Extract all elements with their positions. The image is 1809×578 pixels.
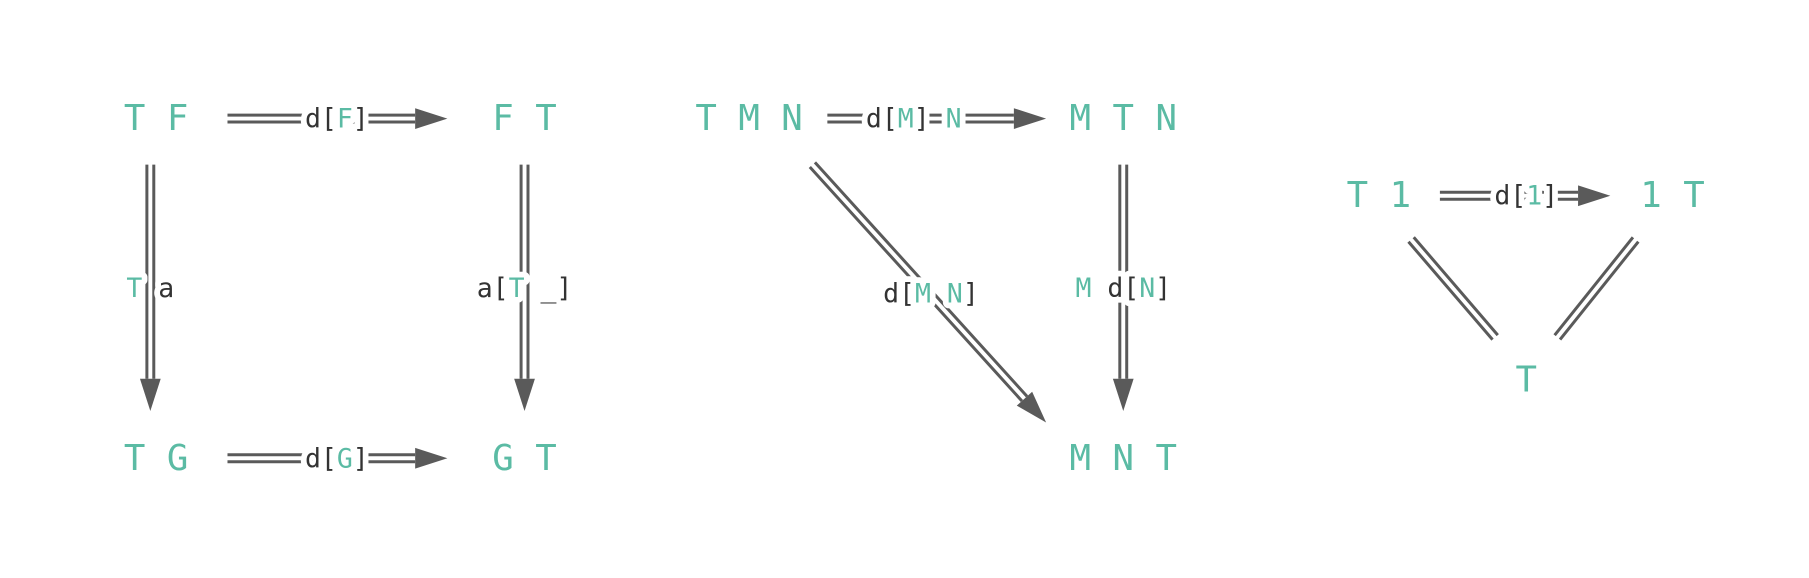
label-segment: 1 <box>1526 180 1542 211</box>
morphism-arrow <box>1553 236 1640 341</box>
object-node: M N T <box>1070 438 1177 479</box>
label-segment: d[ <box>883 278 915 309</box>
morphism-label: d[G] <box>305 443 369 474</box>
morphism-arrow: d[G] <box>227 437 448 480</box>
arrowhead-icon <box>1013 108 1047 129</box>
label-segment: T <box>126 272 142 303</box>
label-segment: M N <box>915 278 963 309</box>
label-segment: ] <box>353 103 369 134</box>
morphism-label: d[F] <box>305 103 369 134</box>
double-line-stroke <box>1553 236 1635 337</box>
double-line-stroke <box>808 165 1024 402</box>
morphism-arrow: T a <box>121 164 180 412</box>
label-segment: d[ <box>1091 272 1139 303</box>
morphism-arrow: M d[N] <box>1070 164 1177 412</box>
morphism-label: d[1] <box>1494 180 1558 211</box>
label-segment: ] <box>1155 272 1171 303</box>
diagram-3: d[1] T 1 1 T T <box>1347 174 1705 400</box>
label-segment: F <box>337 103 353 134</box>
double-line-stroke <box>1558 240 1640 341</box>
label-segment: d[ <box>1494 180 1526 211</box>
arrowhead-icon <box>514 378 535 412</box>
morphism-label: d[M] N <box>866 103 962 134</box>
morphism-arrow: a[T _] <box>471 164 578 412</box>
object-node: G T <box>492 438 556 479</box>
label-segment: ] <box>963 278 979 309</box>
morphism-label: d[M N] <box>883 278 979 309</box>
arrowhead-icon <box>415 108 448 129</box>
double-line-stroke <box>1407 240 1494 341</box>
object-node: T 1 <box>1347 175 1411 216</box>
morphism-label: T a <box>126 272 174 303</box>
object-node: T <box>1516 359 1538 400</box>
label-segment: d[ <box>305 103 337 134</box>
label-segment: ] <box>1542 180 1558 211</box>
morphism-arrow: d[1] <box>1439 174 1611 217</box>
label-segment: N <box>1139 272 1155 303</box>
label-segment: T <box>509 272 525 303</box>
morphism-arrow: d[M N] <box>808 161 1047 423</box>
object-node: T M N <box>695 98 802 139</box>
label-segment: M <box>898 103 914 134</box>
object-node: 1 T <box>1640 175 1704 216</box>
label-segment: d[ <box>305 443 337 474</box>
label-segment: ] <box>914 103 946 134</box>
object-node: M T N <box>1070 98 1177 139</box>
double-line-stroke <box>1412 236 1499 337</box>
morphism-arrow: d[F] <box>227 97 448 140</box>
label-segment: a[ <box>477 272 509 303</box>
label-segment: N <box>946 103 962 134</box>
morphism-label: a[T _] <box>477 272 573 303</box>
object-node: T F <box>124 98 188 139</box>
double-line-stroke <box>813 161 1029 398</box>
arrowhead-icon <box>1016 391 1047 423</box>
label-segment: _] <box>525 272 573 303</box>
arrowhead-icon <box>139 378 161 412</box>
label-segment: d[ <box>866 103 898 134</box>
morphism-label: M d[N] <box>1075 272 1171 303</box>
arrowhead-icon <box>1578 185 1611 207</box>
morphism-arrow: d[M] N <box>827 97 1047 140</box>
object-node: F T <box>492 98 556 139</box>
arrowhead-icon <box>1112 378 1134 412</box>
label-segment: G <box>337 443 353 474</box>
label-segment: a <box>142 272 174 303</box>
arrowhead-icon <box>415 447 448 469</box>
object-node: T G <box>124 438 188 479</box>
label-segment: M <box>1075 272 1091 303</box>
morphism-arrow <box>1407 236 1499 341</box>
label-segment: ] <box>353 443 369 474</box>
